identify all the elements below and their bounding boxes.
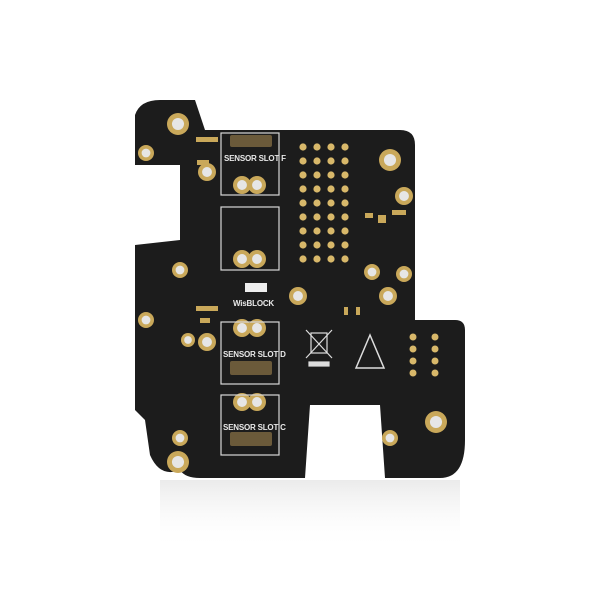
header-pin [341, 241, 349, 249]
header-pin [327, 199, 335, 207]
hole-center [237, 180, 247, 190]
header-pin [327, 241, 335, 249]
hole-center [237, 323, 247, 333]
hole-center [202, 337, 212, 347]
header-pin [299, 185, 307, 193]
header-pin [409, 357, 417, 365]
sensor-slot-d-label: SENSOR SLOT D [223, 350, 286, 359]
header-pin [299, 255, 307, 263]
sensor-connectors [230, 135, 272, 446]
header-pin [327, 143, 335, 151]
header-pin [313, 227, 321, 235]
hole-center [141, 315, 151, 325]
hole-center [175, 265, 185, 275]
header-pin [299, 241, 307, 249]
header-pin [313, 185, 321, 193]
header-pin [431, 345, 439, 353]
board-reflection [160, 480, 460, 550]
header-pin [327, 157, 335, 165]
silkscreen-boxes [220, 132, 280, 456]
header-pin [341, 143, 349, 151]
hole-center [184, 336, 192, 344]
header-pin [299, 171, 307, 179]
header-pin [341, 185, 349, 193]
hole-center [202, 167, 212, 177]
hole-center [399, 191, 409, 201]
hole-center [383, 291, 393, 301]
header-pin [313, 213, 321, 221]
header-pin [327, 255, 335, 263]
header-pin [341, 157, 349, 165]
header-pin [431, 369, 439, 377]
header-pin [299, 213, 307, 221]
header-pin [313, 157, 321, 165]
header-pin [327, 171, 335, 179]
hole-center [237, 254, 247, 264]
header-pin [327, 213, 335, 221]
hole-center [252, 397, 262, 407]
hole-center [367, 267, 377, 277]
sensor-slot-f-label: SENSOR SLOT F [224, 154, 286, 163]
wisblock-label: WisBLOCK [233, 299, 274, 308]
header-pin-grid [299, 143, 439, 377]
header-pin [299, 199, 307, 207]
hole-center [237, 397, 247, 407]
header-pin [327, 185, 335, 193]
mounting-holes [138, 113, 447, 473]
hole-center [171, 455, 185, 469]
hole-center [252, 254, 262, 264]
header-pin [341, 199, 349, 207]
header-pin [313, 255, 321, 263]
warning-triangle-logo [354, 333, 386, 369]
weee-icon [305, 329, 333, 367]
header-pin [313, 143, 321, 151]
header-pin [341, 171, 349, 179]
header-pin [327, 227, 335, 235]
header-pin [313, 171, 321, 179]
hole-center [141, 148, 151, 158]
hole-center [175, 433, 185, 443]
header-pin [341, 227, 349, 235]
header-pin [431, 333, 439, 341]
sensor-slot-c-label: SENSOR SLOT C [223, 423, 286, 432]
header-pin [299, 157, 307, 165]
hole-center [383, 153, 397, 167]
header-pin [341, 213, 349, 221]
hole-center [252, 323, 262, 333]
header-pin [409, 333, 417, 341]
small-smd-pads [196, 137, 406, 323]
header-pin [409, 345, 417, 353]
header-pin [313, 199, 321, 207]
hole-center [171, 117, 185, 131]
header-pin [299, 227, 307, 235]
header-pin [409, 369, 417, 377]
hole-center [385, 433, 395, 443]
hole-center [429, 415, 443, 429]
header-pin [341, 255, 349, 263]
header-pin [313, 241, 321, 249]
hole-center [293, 291, 303, 301]
hole-center [252, 180, 262, 190]
header-pin [431, 357, 439, 365]
header-pin [299, 143, 307, 151]
wisblock-connector [245, 283, 267, 292]
hole-center [399, 269, 409, 279]
